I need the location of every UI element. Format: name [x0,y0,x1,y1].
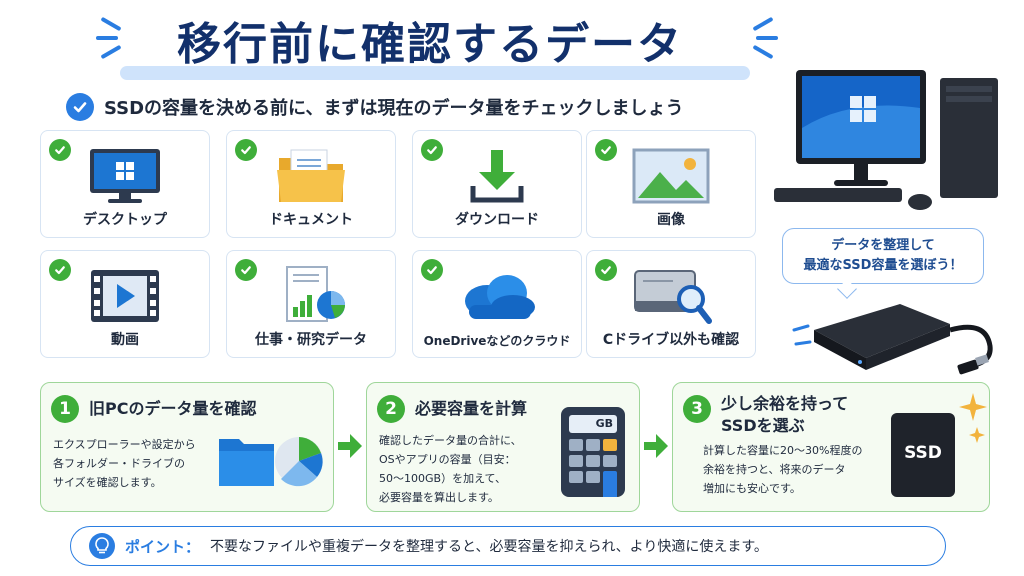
card-label: 画像 [657,212,685,228]
title-underline [120,66,750,80]
sparkle-icon [959,393,987,449]
step-body: 確認したデータ量の合計に、 OSやアプリの容量（目安： 50〜100GB）を加え… [379,434,522,504]
card-label: ダウンロード [455,212,539,228]
step-title: 少し余裕を持って SSDを選ぶ [721,394,849,435]
card-label: デスクトップ [83,212,167,228]
card-videos: 動画 [40,250,210,358]
point-text: 不要なファイルや重複データを整理すると、必要容量を抑えられ、より快適に使えます。 [210,539,768,555]
data-category-grid: デスクトップ ドキュメント ダウンロード [40,130,760,362]
folder-pie-icon [217,429,327,497]
card-cloud: OneDriveなどのクラウド [412,250,582,358]
card-label: 動画 [111,332,139,348]
cloud-icon [413,265,581,327]
check-icon [49,139,71,161]
step-body: エクスプローラーや設定から 各フォルダー・ドライブの サイズを確認します。 [53,438,196,489]
check-icon [66,93,94,121]
card-other-drives: Cドライブ以外も確認 [586,250,756,358]
subtitle-text: SSDの容量を決める前に、まずは現在のデータ量をチェックしましょう [104,98,684,119]
card-label: ドキュメント [269,212,353,228]
step-2-card: 2 必要容量を計算 確認したデータ量の合計に、 OSやアプリの容量（目安： 50… [366,382,640,512]
ssd-icon: SSD [891,413,955,497]
step-number: 3 [683,395,711,423]
step-title: 旧PCのデータ量を確認 [89,399,257,418]
folder-documents-icon [227,145,395,207]
card-work-data: 仕事・研究データ [226,250,396,358]
card-desktop: デスクトップ [40,130,210,238]
step-body: 計算した容量に20〜30%程度の 余裕を持つと、将来のデータ 増加にも安心です。 [703,444,863,495]
page-title: 移行前に確認するデータ [177,19,683,70]
bubble-line-2: 最適なSSD容量を選ぼう！ [803,258,963,273]
card-label: 仕事・研究データ [255,332,367,348]
report-chart-icon [227,265,395,327]
download-icon [413,145,581,207]
card-images: 画像 [586,130,756,238]
step-1-card: 1 旧PCのデータ量を確認 エクスプローラーや設定から 各フォルダー・ドライブの… [40,382,334,512]
card-documents: ドキュメント [226,130,396,238]
check-icon [421,259,443,281]
step-3-card: 3 少し余裕を持って SSDを選ぶ 計算した容量に20〜30%程度の 余裕を持つ… [672,382,990,512]
image-icon [587,145,755,207]
step-number: 1 [51,395,79,423]
calculator-display: GB [569,415,617,433]
spark-decoration [96,36,118,40]
check-icon [49,259,71,281]
card-downloads: ダウンロード [412,130,582,238]
check-icon [235,139,257,161]
check-icon [235,259,257,281]
point-banner: ポイント： 不要なファイルや重複データを整理すると、必要容量を抑えられ、より快適… [70,526,946,566]
arrow-right-icon [642,432,670,460]
speech-bubble: データを整理して 最適なSSD容量を選ぼう！ [782,228,984,284]
step-title: 必要容量を計算 [415,399,528,418]
check-icon [595,139,617,161]
spark-decoration [756,36,778,40]
external-ssd-illustration [790,290,1010,380]
desktop-pc-illustration [770,68,1010,218]
check-icon [421,139,443,161]
drive-search-icon [587,265,755,327]
check-icon [595,259,617,281]
video-icon [41,265,209,327]
desktop-icon [41,145,209,207]
lightbulb-icon [89,533,115,559]
card-label: OneDriveなどのクラウド [423,334,571,348]
bubble-line-1: データを整理して [831,238,935,253]
card-label: Cドライブ以外も確認 [602,332,740,348]
arrow-right-icon [336,432,364,460]
step-number: 2 [377,395,405,423]
subtitle-row: SSDの容量を決める前に、まずは現在のデータ量をチェックしましょう [66,92,684,122]
calculator-icon: GB [561,407,625,497]
title-area: 移行前に確認するデータ [100,14,760,84]
point-label: ポイント： [125,537,201,556]
